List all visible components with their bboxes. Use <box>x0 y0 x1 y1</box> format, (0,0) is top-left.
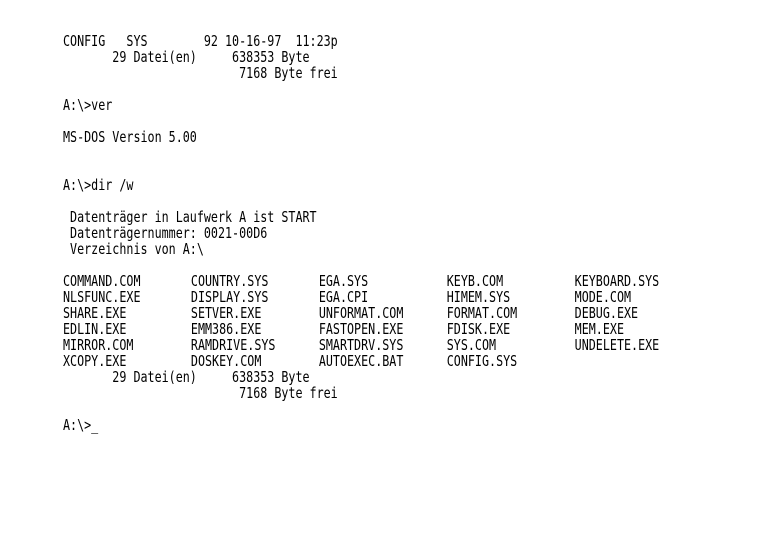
command-prompt-line[interactable]: A:\>_ <box>63 417 593 433</box>
file-entry: SYS.COM <box>446 336 497 354</box>
file-entry: SETVER.EXE <box>190 304 262 322</box>
blank-line <box>63 257 593 273</box>
file-entry: MIRROR.COM <box>63 336 134 354</box>
dir-command-line: A:\>dir /w <box>63 176 134 194</box>
version-output: MS-DOS Version 5.00 <box>63 128 197 146</box>
ver-command-line: A:\>ver <box>63 96 113 114</box>
files-count-summary: 29 Datei(en) 638353 Byte <box>63 48 310 66</box>
file-entry: FORMAT.COM <box>446 304 518 322</box>
file-entry: COMMAND.COM <box>63 272 141 290</box>
dir-files-count-summary: 29 Datei(en) 638353 Byte <box>63 368 310 386</box>
file-entry: HIMEM.SYS <box>446 288 511 306</box>
file-entry: RAMDRIVE.SYS <box>190 336 276 354</box>
file-entry: EGA.CPI <box>318 288 369 306</box>
dos-console[interactable]: CONFIG SYS 92 10-16-97 11:23p 29 Datei(e… <box>63 32 659 433</box>
blank-line <box>63 161 593 177</box>
dir-free-space-summary: 7168 Byte frei <box>63 384 338 402</box>
file-entry: FDISK.EXE <box>446 320 511 338</box>
file-entry: XCOPY.EXE <box>63 352 127 370</box>
volume-serial-line: Datenträgernummer: 0021-00D6 <box>63 224 268 242</box>
file-entry: MODE.COM <box>574 288 632 306</box>
blank-line <box>63 145 593 161</box>
blank-line <box>63 81 593 97</box>
text-cursor: _ <box>91 416 99 434</box>
blank-line <box>63 401 593 417</box>
prompt-text: A:\> <box>63 416 92 434</box>
file-listing-wide: COMMAND.COM COUNTRY.SYS EGA.SYS KEYB.COM KEY… <box>63 272 659 370</box>
file-entry: KEYB.COM <box>446 272 504 290</box>
blank-line <box>63 193 593 209</box>
file-entry: COUNTRY.SYS <box>190 272 269 290</box>
volume-label-line: Datenträger in Laufwerk A ist START <box>63 208 317 226</box>
file-entry: SMARTDRV.SYS <box>318 336 404 354</box>
file-entry: DEBUG.EXE <box>574 304 639 322</box>
file-entry: FASTOPEN.EXE <box>318 320 404 338</box>
file-entry: AUTOEXEC.BAT <box>318 352 404 370</box>
file-entry: UNDELETE.EXE <box>574 336 660 354</box>
file-entry: DOSKEY.COM <box>190 352 262 370</box>
blank-line <box>63 113 593 129</box>
file-entry: UNFORMAT.COM <box>318 304 404 322</box>
file-entry: SHARE.EXE <box>63 304 127 322</box>
file-entry: NLSFUNC.EXE <box>63 288 141 306</box>
directory-of-line: Verzeichnis von A:\ <box>63 240 204 258</box>
file-entry: DISPLAY.SYS <box>190 288 269 306</box>
file-entry: EGA.SYS <box>318 272 369 290</box>
file-entry: EDLIN.EXE <box>63 320 127 338</box>
file-entry: EMM386.EXE <box>190 320 262 338</box>
free-space-summary: 7168 Byte frei <box>63 64 338 82</box>
file-entry: CONFIG.SYS <box>446 352 518 370</box>
config-sys-entry: CONFIG SYS 92 10-16-97 11:23p <box>63 32 338 50</box>
file-entry: KEYBOARD.SYS <box>574 272 660 290</box>
file-entry: MEM.EXE <box>574 320 624 338</box>
